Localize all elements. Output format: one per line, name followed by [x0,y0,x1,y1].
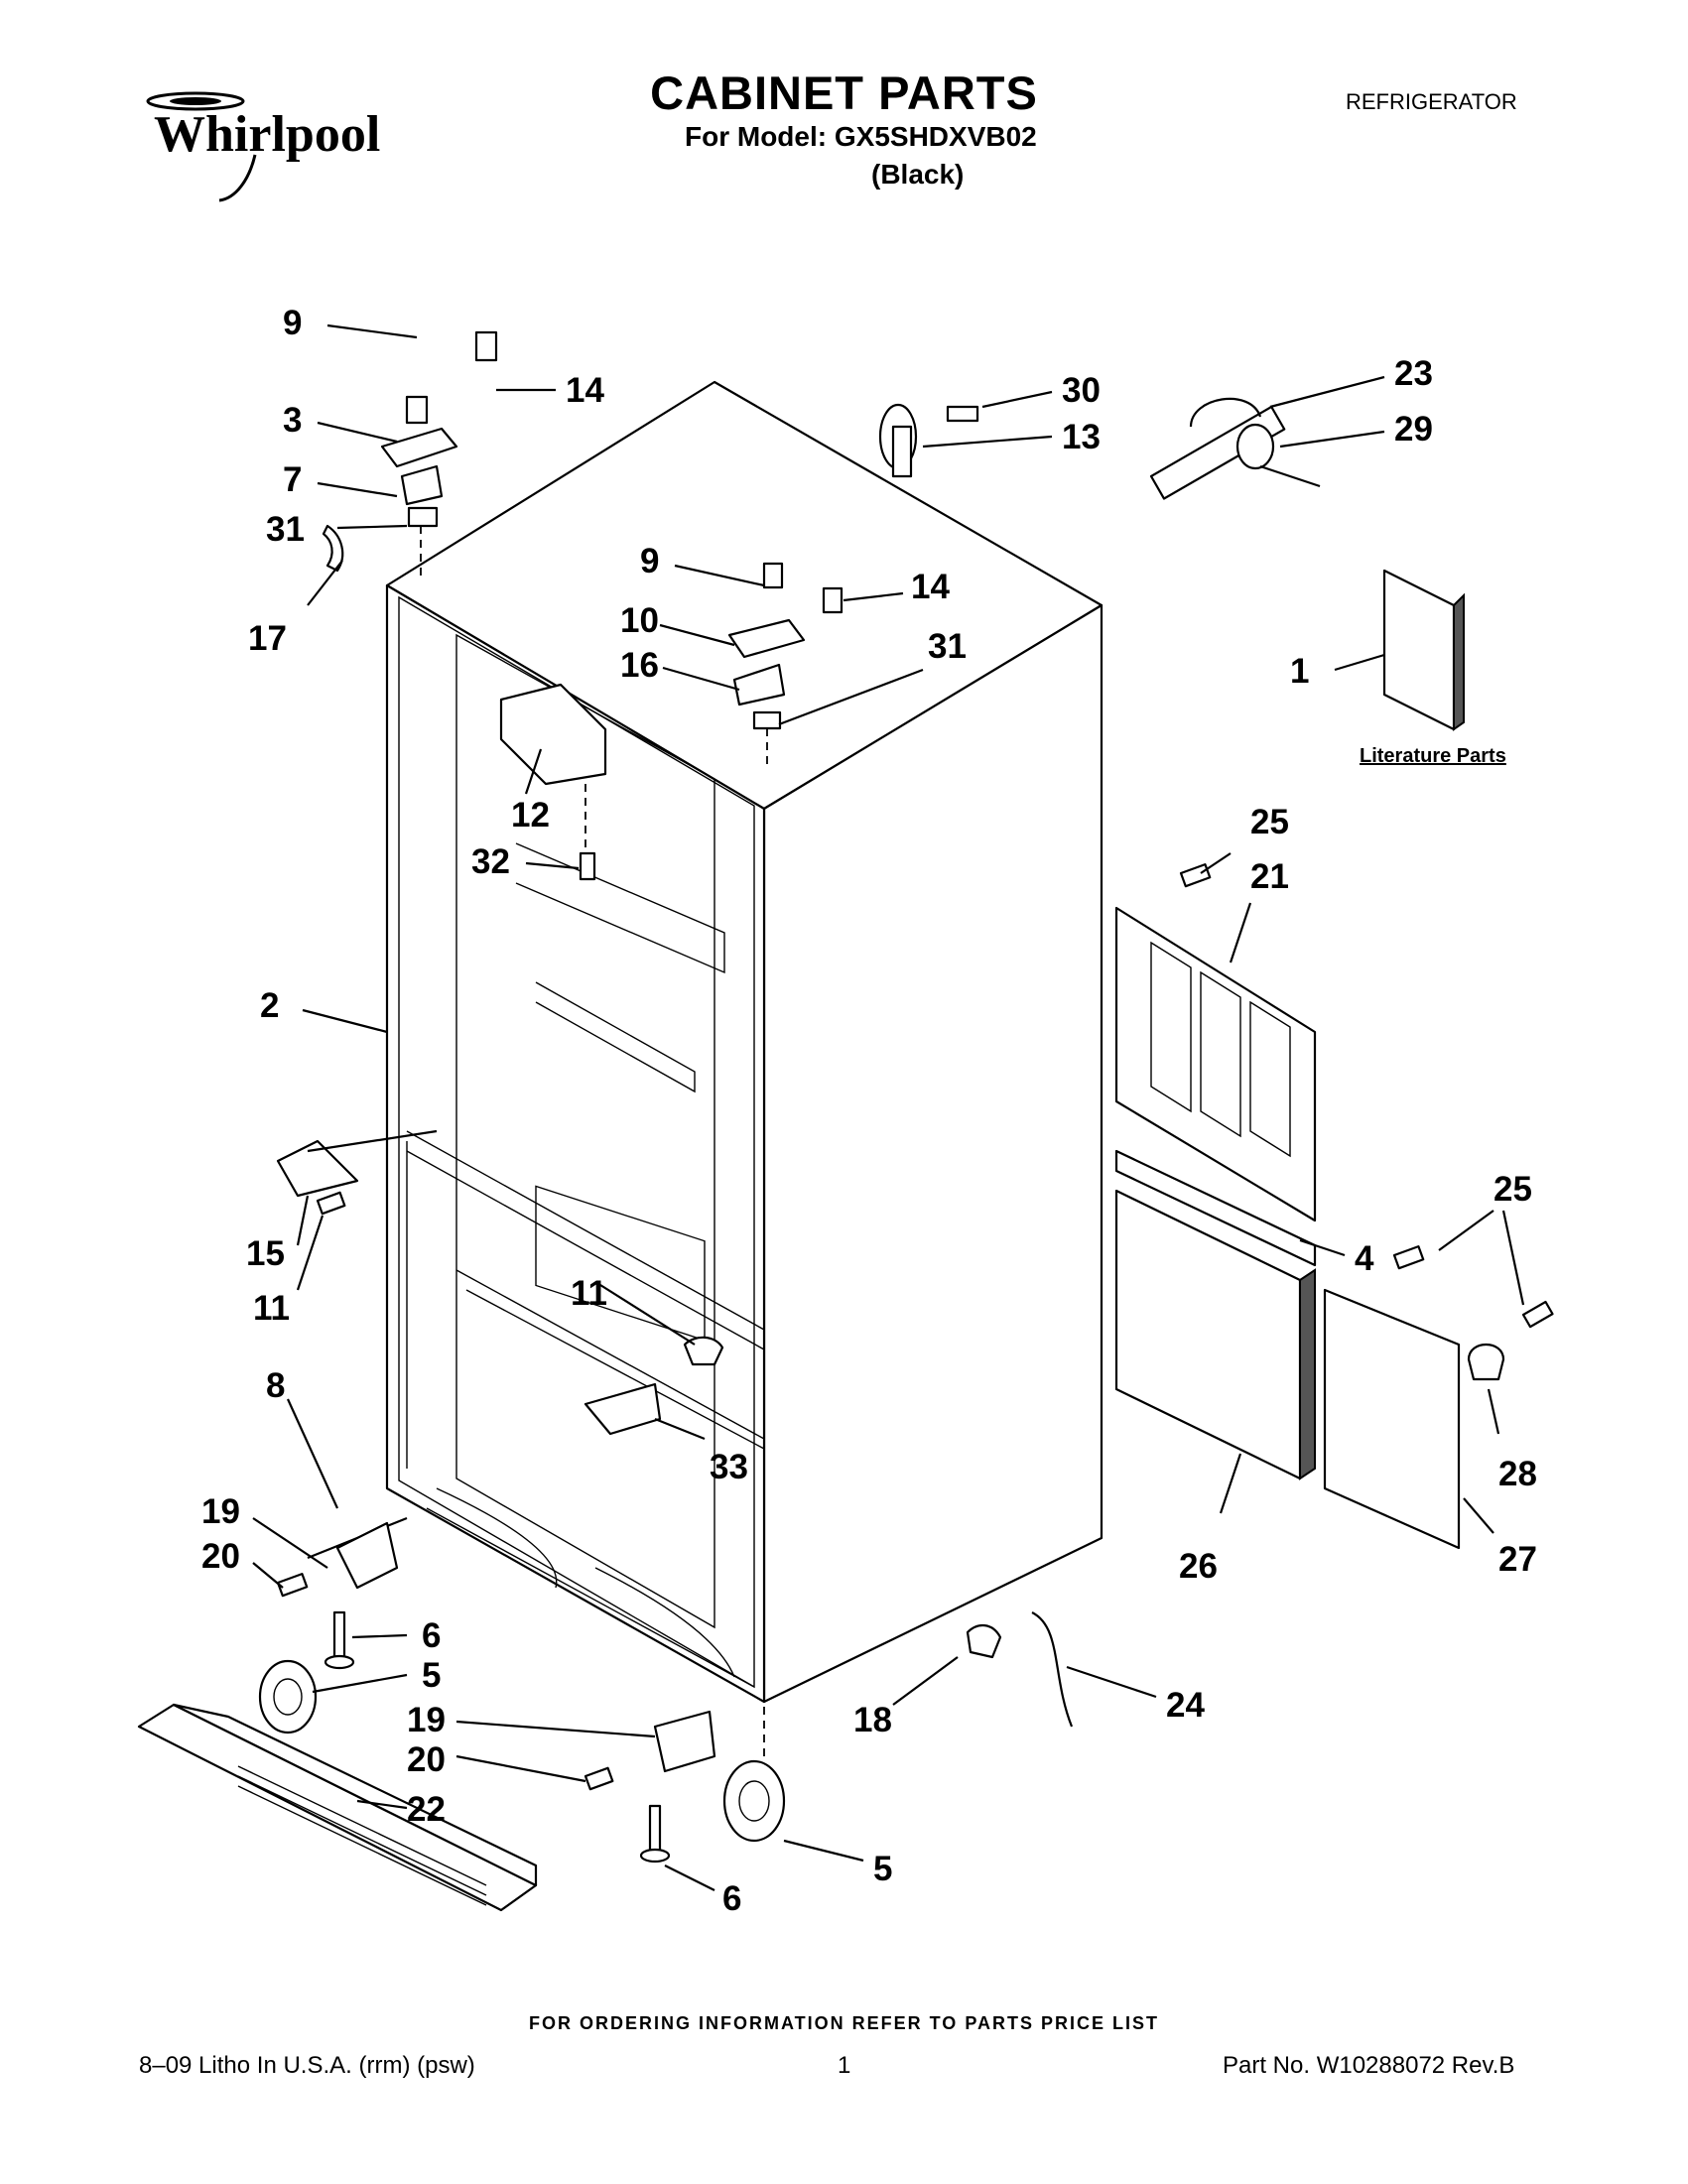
callout-14: 14 [566,371,604,410]
part-12-duct [499,683,607,881]
callout-15: 15 [246,1234,285,1273]
callout-20: 20 [201,1537,240,1576]
toe-grille [137,1703,538,1912]
callout-9b: 9 [640,542,659,580]
callout-22: 22 [407,1790,446,1829]
lower-right-panels [1114,1149,1554,1550]
callout-21: 21 [1250,857,1289,896]
callout-16: 16 [620,646,659,685]
callout-2: 2 [260,986,279,1025]
top-left-hinge [322,330,498,576]
callout-24: 24 [1166,1686,1205,1725]
callout-32: 32 [471,842,510,881]
callout-33: 33 [710,1448,748,1486]
left-brackets [276,1129,724,1436]
callout-19: 19 [201,1492,240,1531]
callout-7: 7 [283,460,302,499]
literature-parts-label: Literature Parts [1360,745,1506,767]
callout-26: 26 [1179,1547,1218,1586]
callout-29: 29 [1394,410,1433,449]
callout-12: 12 [511,796,550,835]
callout-11b: 11 [571,1274,607,1313]
brand-text: Whirlpool [154,106,380,163]
callout-28: 28 [1498,1455,1537,1493]
category-label: REFRIGERATOR [1346,89,1517,114]
rear-access-panel [1114,863,1317,1222]
parts-upper-right [878,397,1465,731]
callout-8: 8 [266,1366,285,1405]
footer-page-number: 1 [838,2052,851,2079]
callout-14b: 14 [911,568,950,606]
callout-30: 30 [1062,371,1101,410]
footer-part-number: Part No. W10288072 Rev.B [1223,2052,1515,2079]
callout-6: 6 [422,1616,441,1655]
callout-3: 3 [283,401,302,440]
footer-litho: 8–09 Litho In U.S.A. (rrm) (psw) [139,2052,475,2079]
callout-13: 13 [1062,418,1101,456]
callout-19b: 19 [407,1701,446,1739]
ordering-note: FOR ORDERING INFORMATION REFER TO PARTS … [528,2013,1159,2033]
callout-1: 1 [1290,652,1309,691]
leader-lines [252,323,1525,1891]
model-variant: (Black) [871,159,965,190]
top-center-hinge [727,562,844,769]
callout-10: 10 [620,601,659,640]
leveling-hardware [258,1516,1074,1863]
callout-23: 23 [1394,354,1433,393]
callout-27: 27 [1498,1540,1537,1579]
whirlpool-logo: Whirlpool [146,91,380,202]
callout-31b: 31 [928,627,967,666]
callout-5: 5 [422,1656,441,1695]
callout-20b: 20 [407,1740,446,1779]
model-line: For Model: GX5SHDXVB02 [685,121,1037,152]
cabinet-body [385,380,1104,1704]
callout-9: 9 [283,304,302,342]
callout-31: 31 [266,510,305,549]
callout-17: 17 [248,619,287,658]
page-title: CABINET PARTS [650,66,1038,119]
callout-25: 25 [1250,803,1289,841]
callout-11: 11 [253,1289,290,1328]
callout-6b: 6 [722,1879,741,1918]
callout-5b: 5 [873,1850,892,1888]
callout-25b: 25 [1493,1170,1532,1209]
callout-4: 4 [1355,1239,1374,1278]
callout-18: 18 [853,1701,892,1739]
